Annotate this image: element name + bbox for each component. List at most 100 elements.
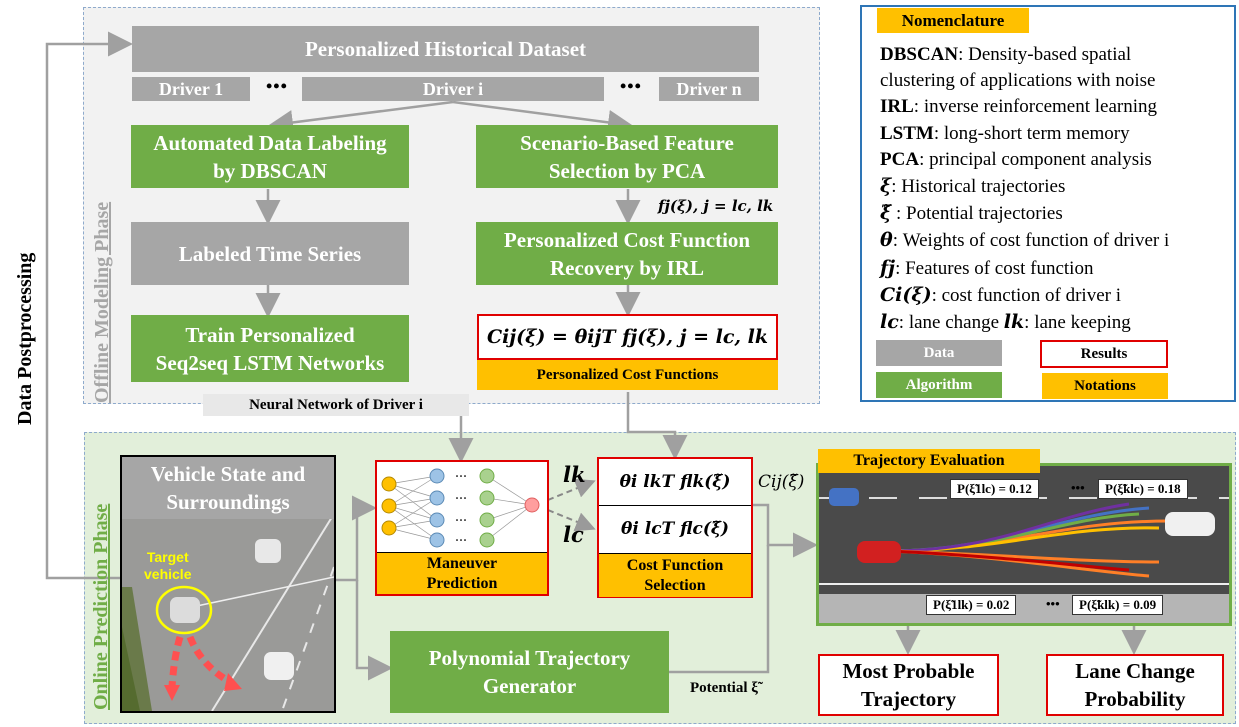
nom-line: Ci(ξ): cost function of driver i [880, 282, 1169, 309]
most-probable-box: Most Probable Trajectory [818, 654, 999, 716]
cost-selection-box: θi lkT flk(ξ̃) θi lcT flc(ξ̃) Cost Funct… [597, 457, 753, 598]
lane-change-line2: Probability [1084, 687, 1186, 711]
data-postprocessing-label: Data Postprocessing [14, 252, 36, 425]
cost-sel-line2: Selection [644, 576, 706, 594]
vehicle-state-box: Vehicle State and Surroundings [122, 457, 334, 519]
cij-label: Cij(ξ̃) [758, 472, 805, 492]
lk-label: lk [563, 462, 586, 487]
offline-phase-label: Offline Modeling Phase [91, 201, 113, 403]
nom-line: ξ̃ : Potential trajectories [880, 200, 1169, 227]
potential-label: Potential ξ̃ [690, 680, 758, 696]
theta-lc: θi lcT flc(ξ̃) [621, 519, 729, 539]
nom-desc: : Historical trajectories [891, 176, 1066, 198]
prob-lk-1: P(ξ̃1lk) = 0.02 [926, 595, 1017, 615]
driver-i: Driver i [302, 77, 604, 101]
prob-lk-k: P(ξ̃klk) = 0.09 [1072, 595, 1164, 615]
lane-change-line1: Lane Change [1075, 659, 1195, 683]
cost-sel-line1: Cost Function [626, 556, 724, 574]
irl-box: Personalized Cost Function Recovery by I… [476, 222, 778, 285]
feature-selection-box: Scenario-Based Feature Selection by PCA [476, 125, 778, 188]
vehicle-state-line2: Surroundings [166, 490, 290, 514]
dots-prob-bottom: ••• [1046, 596, 1060, 611]
irl-line1: Personalized Cost Function [503, 227, 751, 252]
nom-line: PCA: principal component analysis [880, 147, 1169, 173]
nom-desc: : principal component analysis [919, 148, 1152, 170]
data-labeling-line2: by DBSCAN [213, 158, 327, 183]
nom-line: IRL: inverse reinforcement learning [880, 94, 1169, 120]
nom-line: ξ: Historical trajectories [880, 173, 1169, 200]
nom-term: Ci(ξ) [880, 283, 932, 306]
lstm-box: Train Personalized Seq2seq LSTM Networks [131, 315, 409, 382]
most-probable-line2: Trajectory [860, 687, 957, 711]
nom-term: LSTM [880, 122, 934, 144]
nom-line: fj: Features of cost function [880, 255, 1169, 282]
svg-text:···: ··· [455, 513, 467, 527]
nomenclature-panel [860, 5, 1236, 402]
nom-line: clustering of applications with noise [880, 68, 1169, 94]
trajectory-eval-title: Trajectory Evaluation [818, 449, 1040, 473]
nom-desc: : lane keeping [1024, 312, 1131, 334]
nom-desc: : long-short term memory [933, 122, 1130, 144]
neural-network-icon: ··· ··· ··· ··· [381, 468, 540, 548]
prob-lc-1: P(ξ̃1lc) = 0.12 [950, 479, 1039, 499]
nom-term: IRL [880, 96, 914, 118]
dots-left: ••• [266, 76, 288, 96]
cost-equation-box: Cij(ξ) = θijT fj(ξ), j = lc, lk [477, 314, 778, 360]
nom-line: DBSCAN: Density-based spatial [880, 42, 1169, 68]
nom-desc: : Weights of cost function of driver i [892, 230, 1170, 252]
feature-selection-line2: Selection by PCA [548, 158, 706, 183]
lstm-line1: Train Personalized [185, 322, 355, 347]
target-vehicle-label: Target vehicle [144, 549, 191, 583]
legend-notations: Notations [1042, 373, 1168, 399]
polynomial-generator-box: Polynomial Trajectory Generator [390, 631, 669, 713]
vehicle-photo: Vehicle State and Surroundings Target ve… [120, 455, 336, 713]
nom-line: θ: Weights of cost function of driver i [880, 227, 1169, 254]
dots-right: ••• [620, 76, 642, 96]
nom-desc: : cost function of driver i [931, 284, 1122, 306]
nom-desc: : Features of cost function [895, 257, 1094, 279]
nom-term: PCA [880, 148, 920, 170]
maneuver-line1: Maneuver [426, 555, 498, 572]
nom-term: DBSCAN [880, 44, 959, 65]
nom-desc: : inverse reinforcement learning [913, 96, 1157, 118]
nom-desc: clustering of applications with noise [880, 70, 1156, 92]
vehicle-state-line1: Vehicle State and [150, 462, 306, 486]
poly-line1: Polynomial Trajectory [428, 646, 631, 670]
poly-line2: Generator [482, 674, 577, 698]
features-note: fj(ξ), j = lc, lk [658, 197, 774, 215]
most-probable-line1: Most Probable [842, 659, 975, 683]
prob-lc-k: P(ξ̃klc) = 0.18 [1098, 479, 1188, 499]
legend-data: Data [876, 340, 1002, 366]
nn-label: Neural Network of Driver i [203, 394, 469, 416]
online-phase-label: Online Prediction Phase [90, 503, 112, 710]
svg-text:···: ··· [455, 533, 467, 547]
maneuver-label: Maneuver Prediction [377, 552, 547, 594]
svg-text:···: ··· [455, 491, 467, 505]
legend-algorithm: Algorithm [876, 372, 1002, 398]
nom-term: θ [880, 229, 893, 252]
maneuver-line2: Prediction [426, 575, 498, 592]
legend-results: Results [1040, 340, 1168, 368]
nom-line: lc: lane change lk: lane keeping [880, 309, 1169, 336]
labeled-time-series-box: Labeled Time Series [131, 222, 409, 285]
dots-prob-top: ••• [1071, 480, 1085, 495]
nom-term: fj [880, 256, 896, 279]
cost-functions-label: Personalized Cost Functions [477, 360, 778, 390]
data-labeling-line1: Automated Data Labeling [153, 130, 387, 155]
svg-text:···: ··· [455, 469, 467, 483]
driver-n: Driver n [659, 77, 759, 101]
cost-selection-label: Cost Function Selection [599, 553, 751, 597]
feature-selection-line1: Scenario-Based Feature [520, 130, 734, 155]
irl-line2: Recovery by IRL [550, 255, 704, 280]
dataset-header: Personalized Historical Dataset [132, 26, 759, 72]
nom-desc: : Potential trajectories [891, 203, 1063, 225]
driver-1: Driver 1 [132, 77, 250, 101]
nomenclature-list: DBSCAN: Density-based spatial clustering… [880, 42, 1169, 336]
nomenclature-title: Nomenclature [877, 8, 1029, 33]
lane-change-box: Lane Change Probability [1046, 654, 1224, 716]
lstm-line2: Seq2seq LSTM Networks [155, 350, 385, 375]
maneuver-box: ··· ··· ··· ··· Maneuver Prediction [375, 460, 549, 596]
nom-term: lk [1003, 311, 1025, 334]
data-labeling-box: Automated Data Labeling by DBSCAN [131, 125, 409, 188]
